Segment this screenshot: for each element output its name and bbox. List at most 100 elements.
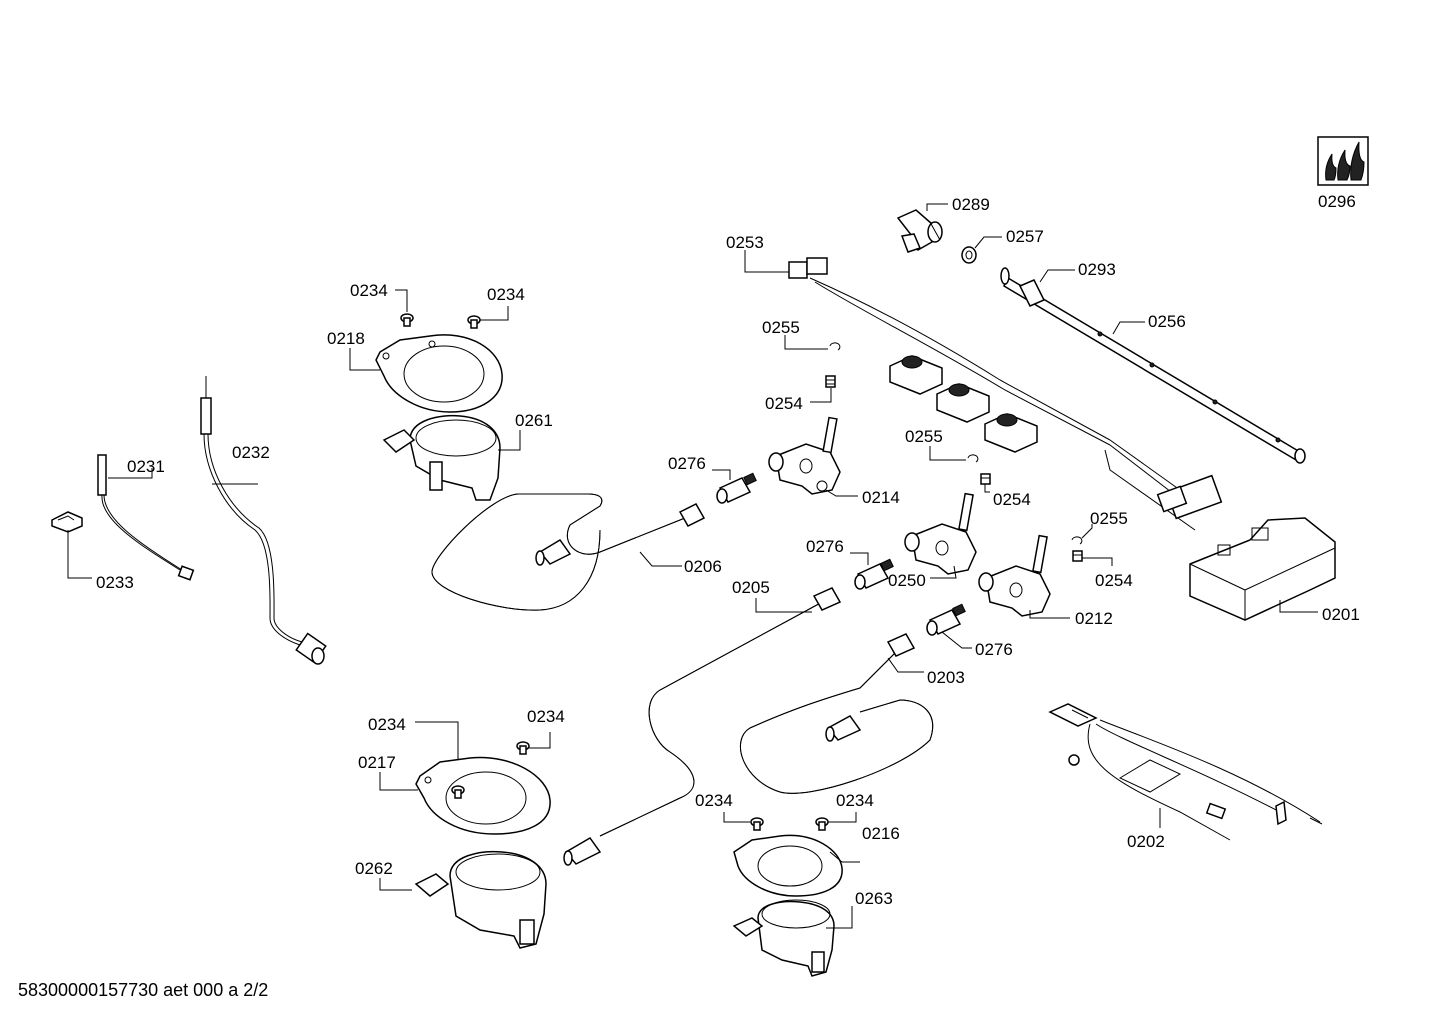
thermocouple-probe: [97, 454, 195, 581]
clip-spring-b: [967, 454, 979, 463]
leader-0293: [1039, 269, 1075, 283]
screw-c: [516, 741, 530, 755]
leader-0289: [926, 203, 948, 211]
ignition-switch-1: [889, 355, 943, 395]
spring-b: [980, 473, 991, 485]
burner-base-left: [414, 850, 547, 949]
label-0216: 0216: [862, 824, 900, 843]
gas-valve-b: [904, 492, 977, 575]
spring-c: [1072, 550, 1083, 562]
leader-0276a: [712, 469, 731, 480]
leader-0254c: [1082, 557, 1113, 566]
label-0262: 0262: [355, 859, 393, 878]
leader-0276c: [941, 631, 972, 649]
leader-0234d: [528, 732, 551, 749]
leader-0263: [826, 906, 853, 929]
leader-0261: [498, 430, 521, 451]
burner-gasket-left: [415, 756, 551, 835]
label-0234e: 0234: [695, 791, 733, 810]
leader-0217: [379, 772, 418, 791]
label-0276a: 0276: [668, 454, 706, 473]
label-0254a: 0254: [765, 394, 803, 413]
label-0293: 0293: [1078, 260, 1116, 279]
leader-0253: [744, 250, 789, 273]
leader-0234f: [828, 812, 857, 823]
label-0254b: 0254: [993, 490, 1031, 509]
burner-base-top: [382, 414, 501, 501]
label-0217: 0217: [358, 753, 396, 772]
label-0212: 0212: [1075, 609, 1113, 628]
label-0203: 0203: [927, 668, 965, 687]
burner-gasket-top: [375, 334, 503, 413]
ignition-electrode: [200, 376, 327, 665]
gas-pipe-0203: [740, 633, 934, 794]
mounting-clip: [51, 511, 83, 533]
gas-valve-c: [978, 534, 1051, 617]
clip-spring-c: [1071, 536, 1083, 545]
wiring-set: [1048, 703, 1323, 841]
leader-0233: [67, 530, 92, 579]
injector-b: [854, 558, 894, 590]
label-0276c: 0276: [975, 640, 1013, 659]
wiring-harness: [788, 257, 1223, 531]
leader-0234e: [723, 812, 750, 823]
gas-rail: [1000, 267, 1306, 464]
leader-0218: [349, 348, 380, 371]
leader-0254a: [810, 388, 832, 403]
label-0250: 0250: [888, 571, 926, 590]
label-0234f: 0234: [836, 791, 874, 810]
label-0218: 0218: [327, 329, 365, 348]
leader-0255c: [1081, 524, 1093, 539]
label-0257: 0257: [1006, 227, 1044, 246]
burner-base-right: [732, 899, 835, 977]
label-0232: 0232: [232, 443, 270, 462]
label-0296: 0296: [1318, 192, 1356, 211]
label-0234b: 0234: [487, 285, 525, 304]
gas-valve-a: [768, 416, 841, 495]
gas-pipe-0205: [563, 587, 842, 866]
ignition-switch-3: [984, 413, 1038, 453]
label-0234a: 0234: [350, 281, 388, 300]
control-housing: [1189, 517, 1336, 621]
label-0254c: 0254: [1095, 571, 1133, 590]
label-0206: 0206: [684, 557, 722, 576]
label-0263: 0263: [855, 889, 893, 908]
leader-0262: [379, 878, 412, 891]
label-0255a: 0255: [762, 318, 800, 337]
drawing-number: 58300000157730 aet 000 a 2/2: [18, 980, 269, 1000]
leader-0255a: [784, 335, 828, 350]
label-0205: 0205: [732, 578, 770, 597]
label-0201: 0201: [1322, 605, 1360, 624]
label-0255b: 0255: [905, 427, 943, 446]
leader-0205: [755, 598, 812, 613]
label-0214: 0214: [862, 488, 900, 507]
screw-e: [451, 785, 465, 799]
label-0256: 0256: [1148, 312, 1186, 331]
leader-0212: [1029, 610, 1070, 619]
label-0233: 0233: [96, 573, 134, 592]
leader-0216: [829, 851, 860, 863]
leader-0257: [974, 236, 1002, 249]
leader-0250: [930, 565, 957, 579]
flame-symbol-icon: [1317, 136, 1369, 186]
washer: [961, 246, 977, 264]
label-0289: 0289: [952, 195, 990, 214]
gas-pipe-0206: [431, 493, 706, 611]
ignition-switch-2: [936, 383, 990, 423]
screw-f: [750, 817, 764, 831]
leader-0201: [1279, 600, 1318, 613]
clip-spring-a: [829, 342, 841, 351]
label-0234d: 0234: [527, 707, 565, 726]
burner-gasket-right: [733, 834, 843, 897]
label-0276b: 0276: [806, 537, 844, 556]
label-0202: 0202: [1127, 832, 1165, 851]
leader-0203: [887, 657, 924, 673]
screw-b: [467, 315, 481, 329]
label-0255c: 0255: [1090, 509, 1128, 528]
injector-c: [926, 603, 966, 636]
screw-g: [815, 817, 829, 831]
label-0234c: 0234: [368, 715, 406, 734]
injector-a: [716, 472, 757, 504]
screw-a: [400, 313, 414, 327]
